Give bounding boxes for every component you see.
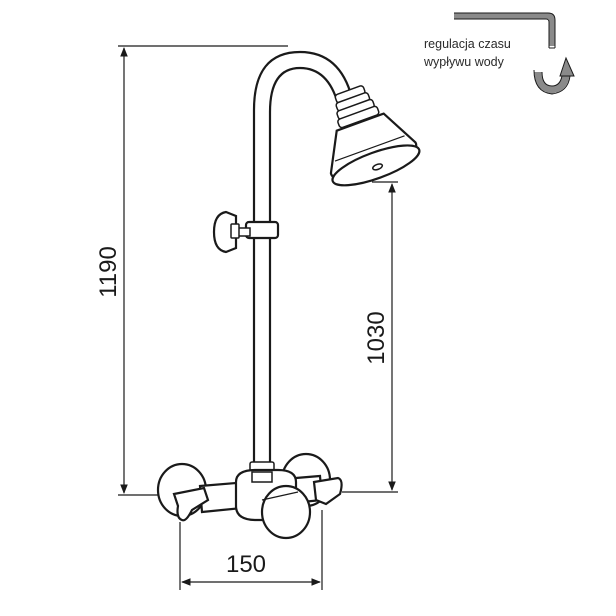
dimension-total-height: 1190: [95, 45, 288, 496]
bracket-knob: [212, 210, 238, 254]
rotate-arrow-icon: [533, 56, 575, 95]
label-total-height: 1190: [95, 246, 122, 298]
rotate-arc-outline: [533, 69, 571, 95]
center-knob-edge: [261, 491, 299, 501]
pipe-connector: [251, 471, 273, 483]
bracket-arm: [237, 227, 251, 237]
label-outlet-height: 1030: [363, 311, 390, 364]
dimension-spacing: 150: [179, 510, 323, 590]
bracket-clamp: [244, 220, 280, 240]
label-spacing: 150: [226, 551, 266, 578]
note-line-1: regulacja czasu: [424, 37, 511, 51]
left-lever-handle: [172, 486, 210, 522]
bracket-screw: [230, 223, 240, 239]
dimension-outlet-height: 1030: [342, 181, 398, 493]
push-bar-outline: [454, 12, 556, 48]
rotate-arrowhead: [559, 56, 575, 77]
mixer-valve-assembly: [156, 452, 343, 540]
note-line-2: wypływu wody: [423, 55, 505, 69]
center-knob: [260, 484, 312, 540]
head-groove: [334, 135, 405, 162]
right-lever-handle: [312, 476, 343, 506]
shower-head: [329, 85, 421, 187]
timer-note: regulacja czasu wypływu wody: [423, 12, 575, 95]
push-bar-gray: [454, 13, 555, 46]
rotate-arc-gray: [534, 71, 570, 94]
sliding-bracket: [212, 210, 280, 254]
head-center-nozzle: [372, 163, 384, 171]
